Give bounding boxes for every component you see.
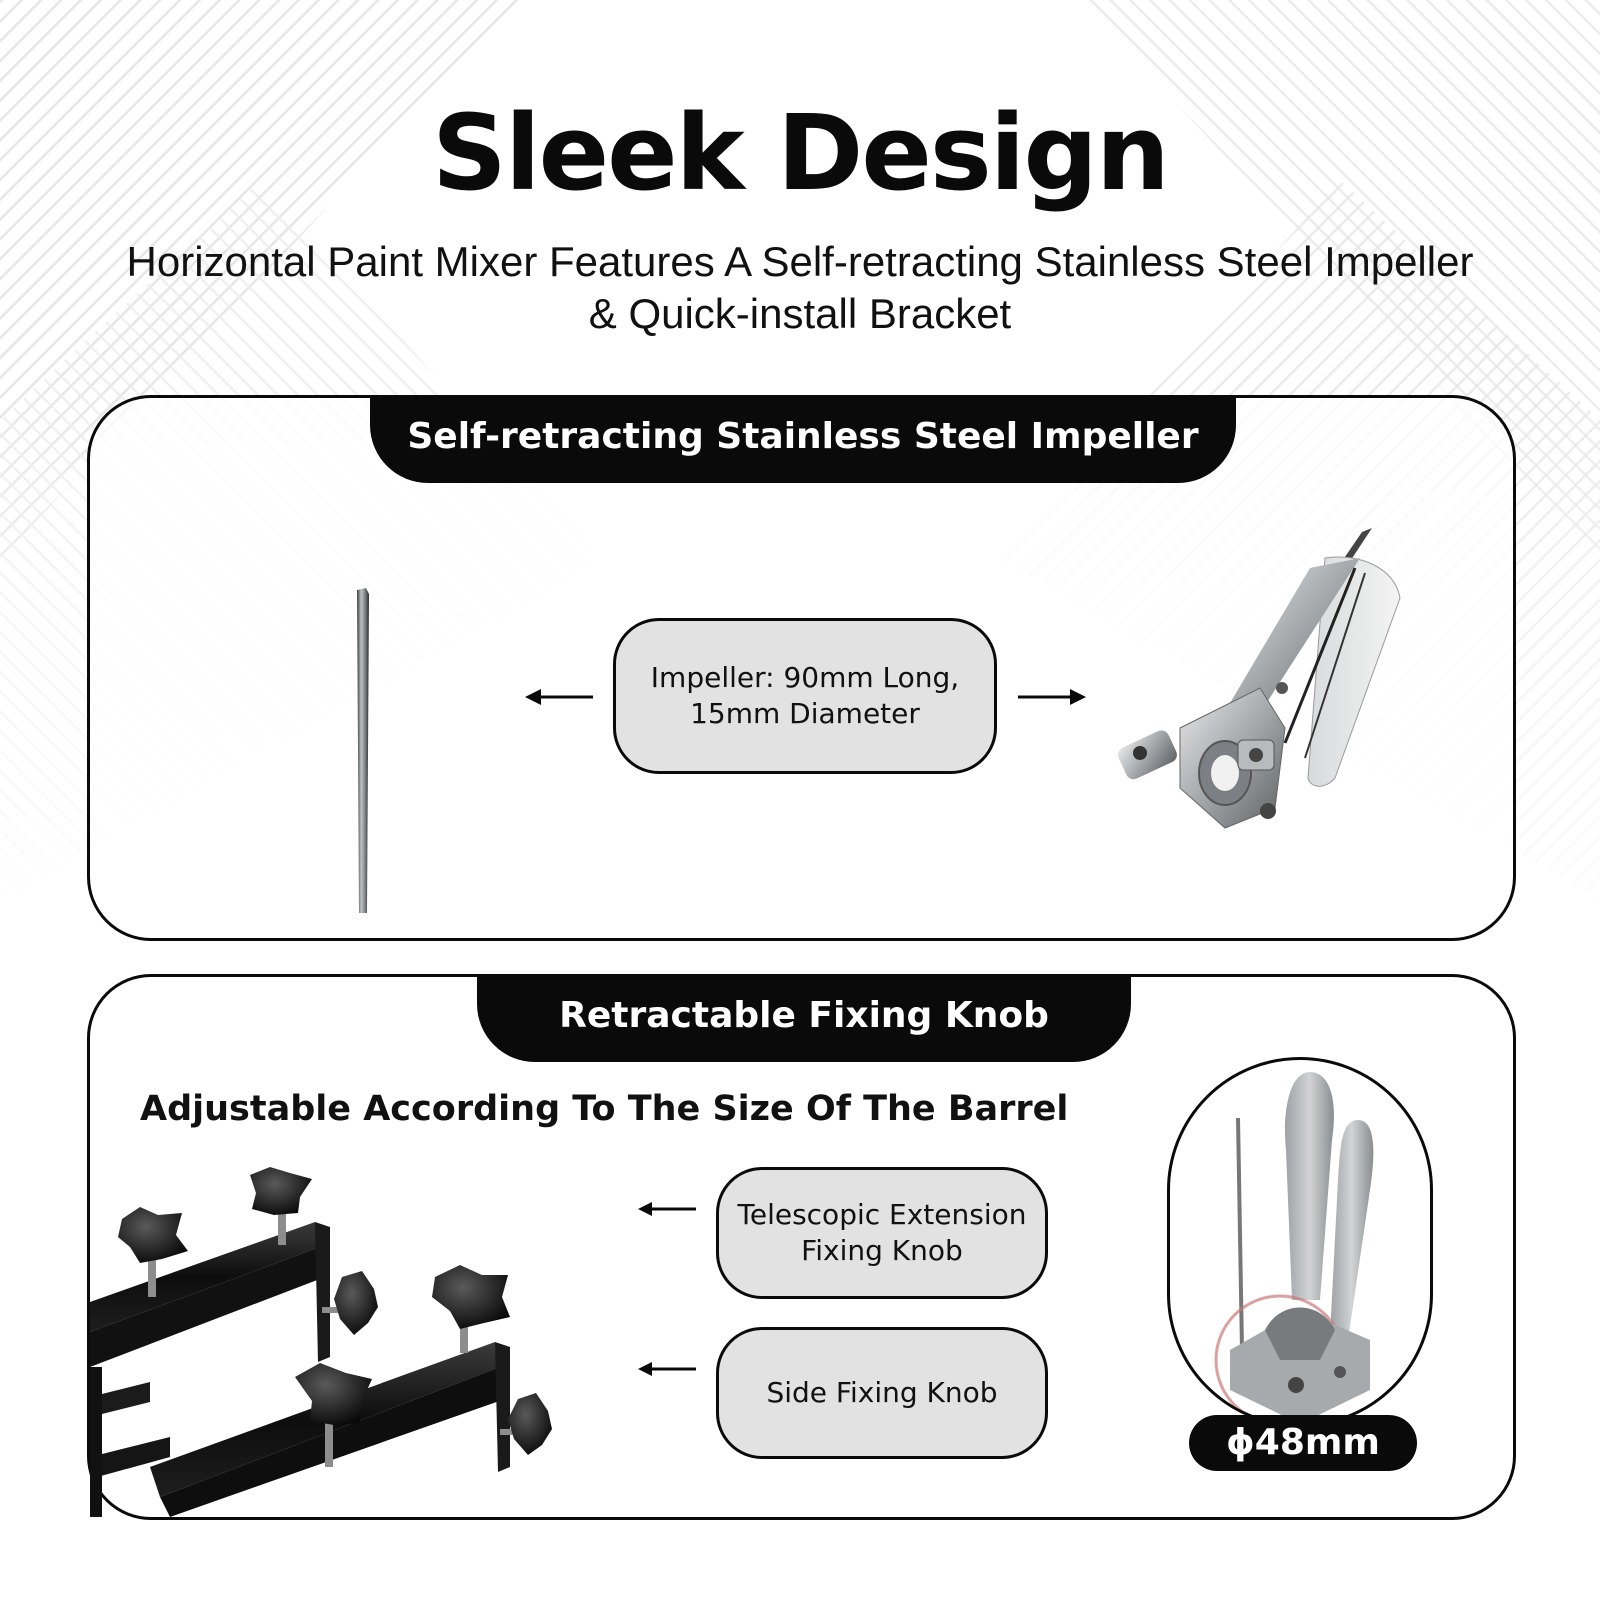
- subtitle-line-1: Horizontal Paint Mixer Features A Self-r…: [126, 238, 1474, 285]
- bracket-frame-image: [90, 1167, 552, 1517]
- side-knob-box: Side Fixing Knob: [716, 1327, 1048, 1459]
- telescopic-knob-line-1: Telescopic Extension: [737, 1198, 1027, 1231]
- clamp-closeup-window: [1167, 1057, 1433, 1427]
- knob-icon: [432, 1265, 510, 1329]
- page-subtitle: Horizontal Paint Mixer Features A Self-r…: [80, 236, 1520, 340]
- subtitle-line-2: & Quick-install Bracket: [588, 290, 1012, 337]
- impeller-clamp-image: [1117, 528, 1401, 829]
- clamp-closeup-image: [1214, 1072, 1374, 1424]
- diameter-badge: ϕ48mm: [1189, 1415, 1417, 1471]
- impeller-spec-line-2: 15mm Diameter: [690, 697, 920, 730]
- knob-tab-label: Retractable Fixing Knob: [477, 974, 1131, 1062]
- arrow-left-icon: [525, 689, 593, 705]
- knob-panel: Retractable Fixing Knob Adjustable Accor…: [87, 974, 1516, 1520]
- knob-icon: [508, 1393, 552, 1455]
- knob-icon: [250, 1167, 312, 1215]
- impeller-tab-label: Self-retracting Stainless Steel Impeller: [370, 395, 1236, 483]
- side-knob-label: Side Fixing Knob: [766, 1376, 998, 1409]
- telescopic-knob-line-2: Fixing Knob: [801, 1234, 963, 1267]
- knob-icon: [118, 1207, 188, 1263]
- arrow-left-icon: [638, 1202, 696, 1216]
- impeller-panel: Self-retracting Stainless Steel Impeller…: [87, 395, 1516, 941]
- page-title: Sleek Design: [432, 92, 1170, 214]
- telescopic-knob-box: Telescopic Extension Fixing Knob: [716, 1167, 1048, 1299]
- barrel-adjust-heading: Adjustable According To The Size Of The …: [140, 1089, 1069, 1129]
- impeller-spec-line-1: Impeller: 90mm Long,: [650, 661, 960, 694]
- arrow-right-icon: [1018, 689, 1086, 705]
- knob-icon: [334, 1271, 378, 1335]
- impeller-rod-image: [357, 588, 369, 913]
- knob-icon: [295, 1363, 372, 1425]
- impeller-spec-box: Impeller: 90mm Long, 15mm Diameter: [613, 618, 997, 774]
- arrow-left-icon: [638, 1362, 696, 1376]
